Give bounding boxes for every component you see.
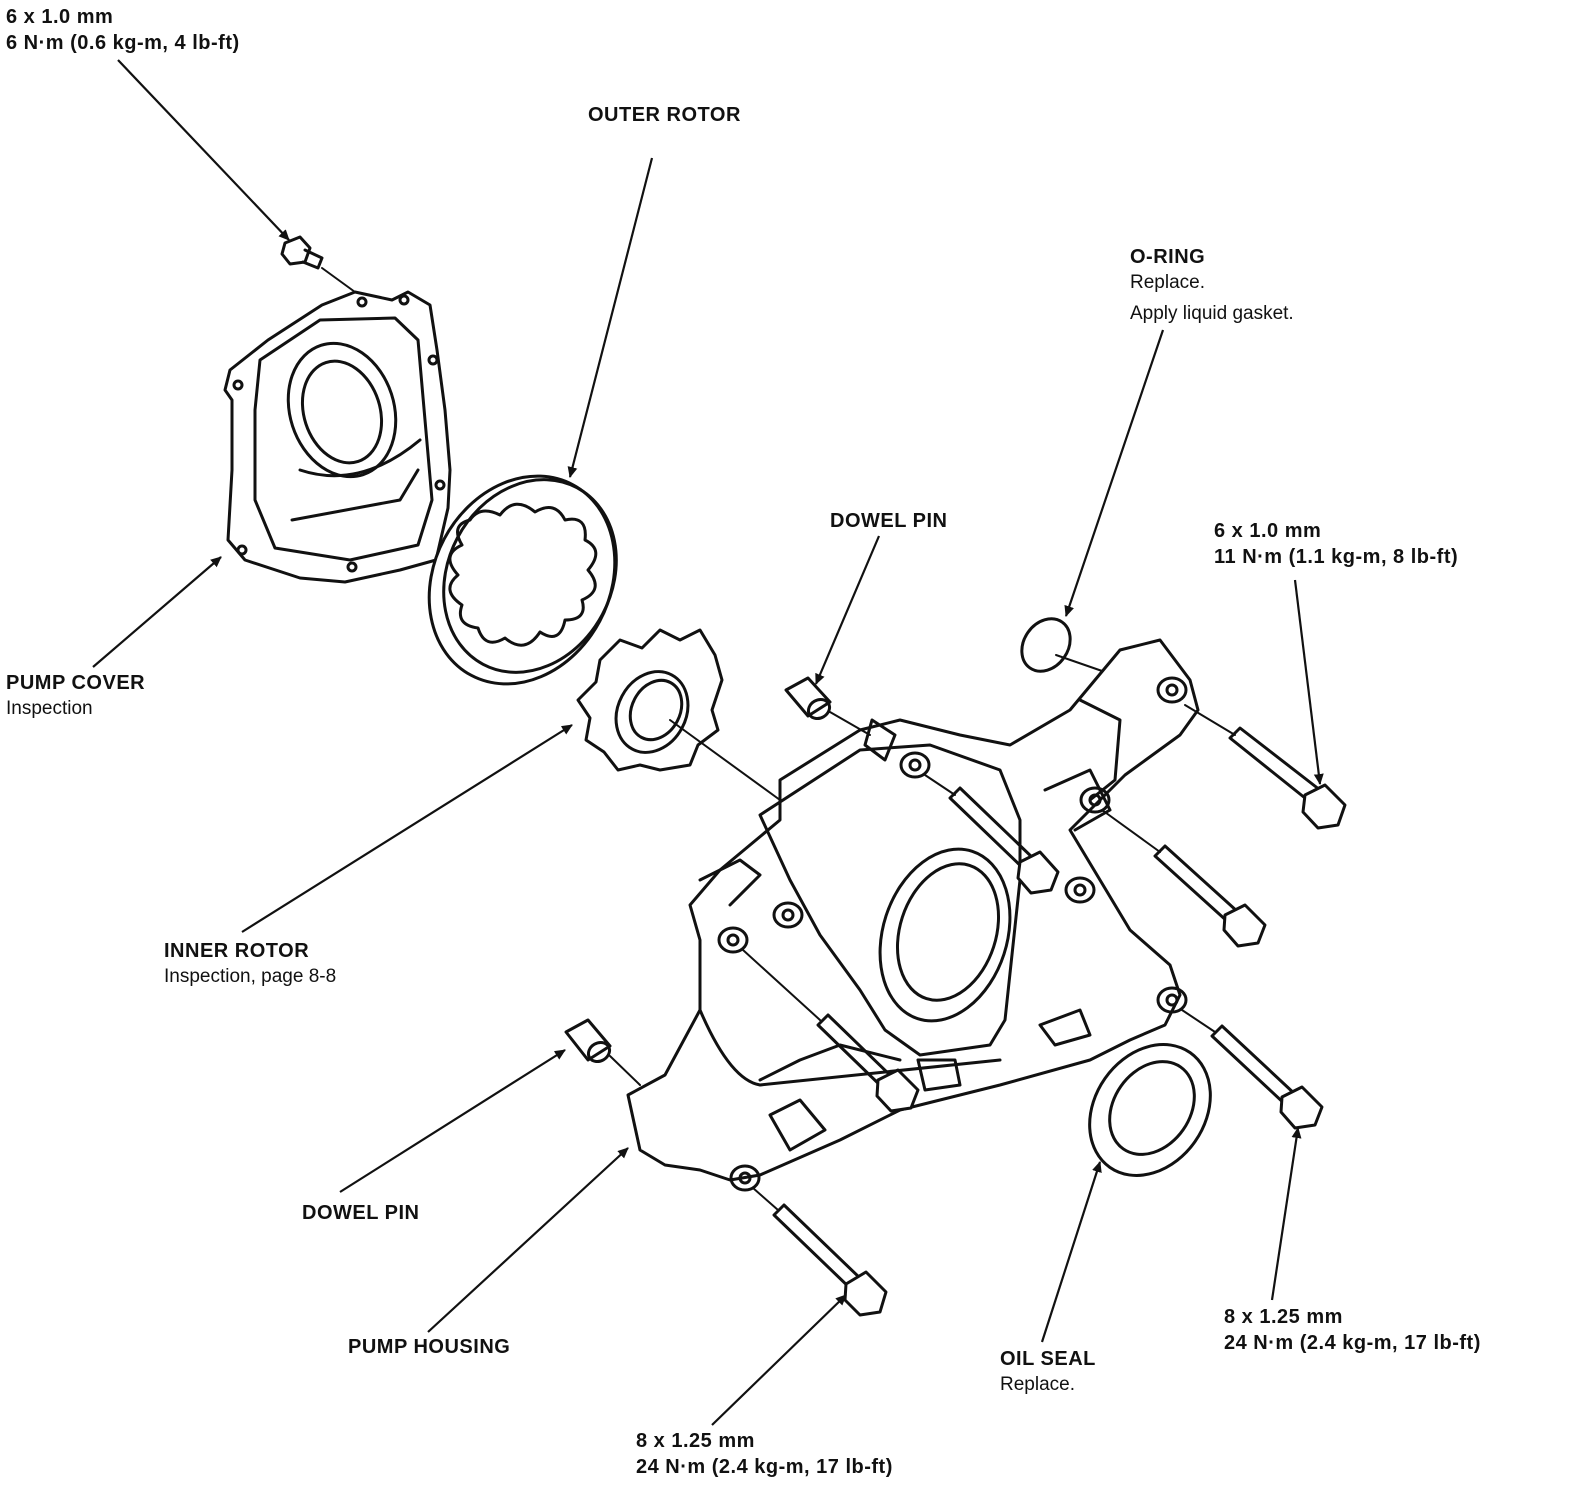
bolt-mid-right (1101, 809, 1267, 948)
dowel-pin-upper (784, 676, 871, 736)
pump-cover-label: PUMP COVER Inspection (6, 670, 145, 721)
dowel-pin-upper-label: DOWEL PIN (830, 508, 947, 534)
dowel-pin-lower-label: DOWEL PIN (302, 1200, 419, 1226)
pump-cover (223, 290, 452, 584)
dowel-pin-lower (564, 1018, 641, 1086)
oil-seal-name: OIL SEAL (1000, 1348, 1096, 1370)
top-left-bolt-spec: 6 x 1.0 mm (6, 6, 114, 28)
lower-right-bolt-label: 8 x 1.25 mm 24 N·m (2.4 kg-m, 17 lb-ft) (1224, 1304, 1481, 1357)
right-bolt-spec: 6 x 1.0 mm (1214, 520, 1322, 542)
pump-cover-name: PUMP COVER (6, 672, 146, 694)
bottom-bolt-torque: 24 N·m (2.4 kg-m, 17 lb-ft) (636, 1456, 893, 1479)
inner-rotor-label: INNER ROTOR Inspection, page 8-8 (164, 938, 336, 989)
dowel-pin-upper-name: DOWEL PIN (830, 510, 948, 532)
pump-cover-note: Inspection (6, 698, 93, 720)
inner-rotor-name: INNER ROTOR (164, 940, 310, 962)
outer-rotor-label: OUTER ROTOR (588, 102, 741, 128)
o-ring-note-replace: Replace. (1130, 272, 1205, 294)
inner-rotor (576, 628, 724, 772)
oil-seal-label: OIL SEAL Replace. (1000, 1346, 1096, 1397)
o-ring (1020, 617, 1072, 673)
outer-rotor (427, 474, 618, 686)
bolt-bottom (752, 1187, 888, 1317)
dowel-pin-lower-name: DOWEL PIN (302, 1202, 420, 1224)
lower-right-bolt-spec: 8 x 1.25 mm (1224, 1306, 1343, 1328)
top-left-bolt-label: 6 x 1.0 mm 6 N·m (0.6 kg-m, 4 lb-ft) (6, 4, 240, 57)
leader-lines (92, 59, 1324, 1426)
right-bolt-label: 6 x 1.0 mm 11 N·m (1.1 kg-m, 8 lb-ft) (1214, 518, 1458, 571)
right-bolt-torque: 11 N·m (1.1 kg-m, 8 lb-ft) (1214, 546, 1459, 569)
cover-bolt (280, 235, 356, 293)
lower-right-bolt-torque: 24 N·m (2.4 kg-m, 17 lb-ft) (1224, 1332, 1481, 1355)
outer-rotor-name: OUTER ROTOR (588, 104, 741, 126)
bolt-lower-center (742, 949, 920, 1113)
o-ring-label: O-RING Replace. Apply liquid gasket. (1130, 244, 1294, 327)
bolt-right-upper (1184, 704, 1347, 830)
pump-housing (626, 638, 1200, 1192)
bottom-bolt-spec: 8 x 1.25 mm (636, 1430, 755, 1452)
pump-housing-label: PUMP HOUSING (348, 1334, 510, 1360)
bolt-lower-right (1181, 1009, 1324, 1130)
o-ring-name: O-RING (1130, 246, 1206, 268)
oil-seal-note: Replace. (1000, 1374, 1075, 1396)
bolt-center (924, 774, 1060, 895)
inner-rotor-note: Inspection, page 8-8 (164, 966, 337, 988)
bottom-bolt-label: 8 x 1.25 mm 24 N·m (2.4 kg-m, 17 lb-ft) (636, 1428, 893, 1481)
top-left-bolt-torque: 6 N·m (0.6 kg-m, 4 lb-ft) (6, 32, 240, 55)
pump-housing-name: PUMP HOUSING (348, 1336, 511, 1358)
oil-seal (1088, 1043, 1212, 1177)
o-ring-note-gasket: Apply liquid gasket. (1130, 303, 1294, 325)
